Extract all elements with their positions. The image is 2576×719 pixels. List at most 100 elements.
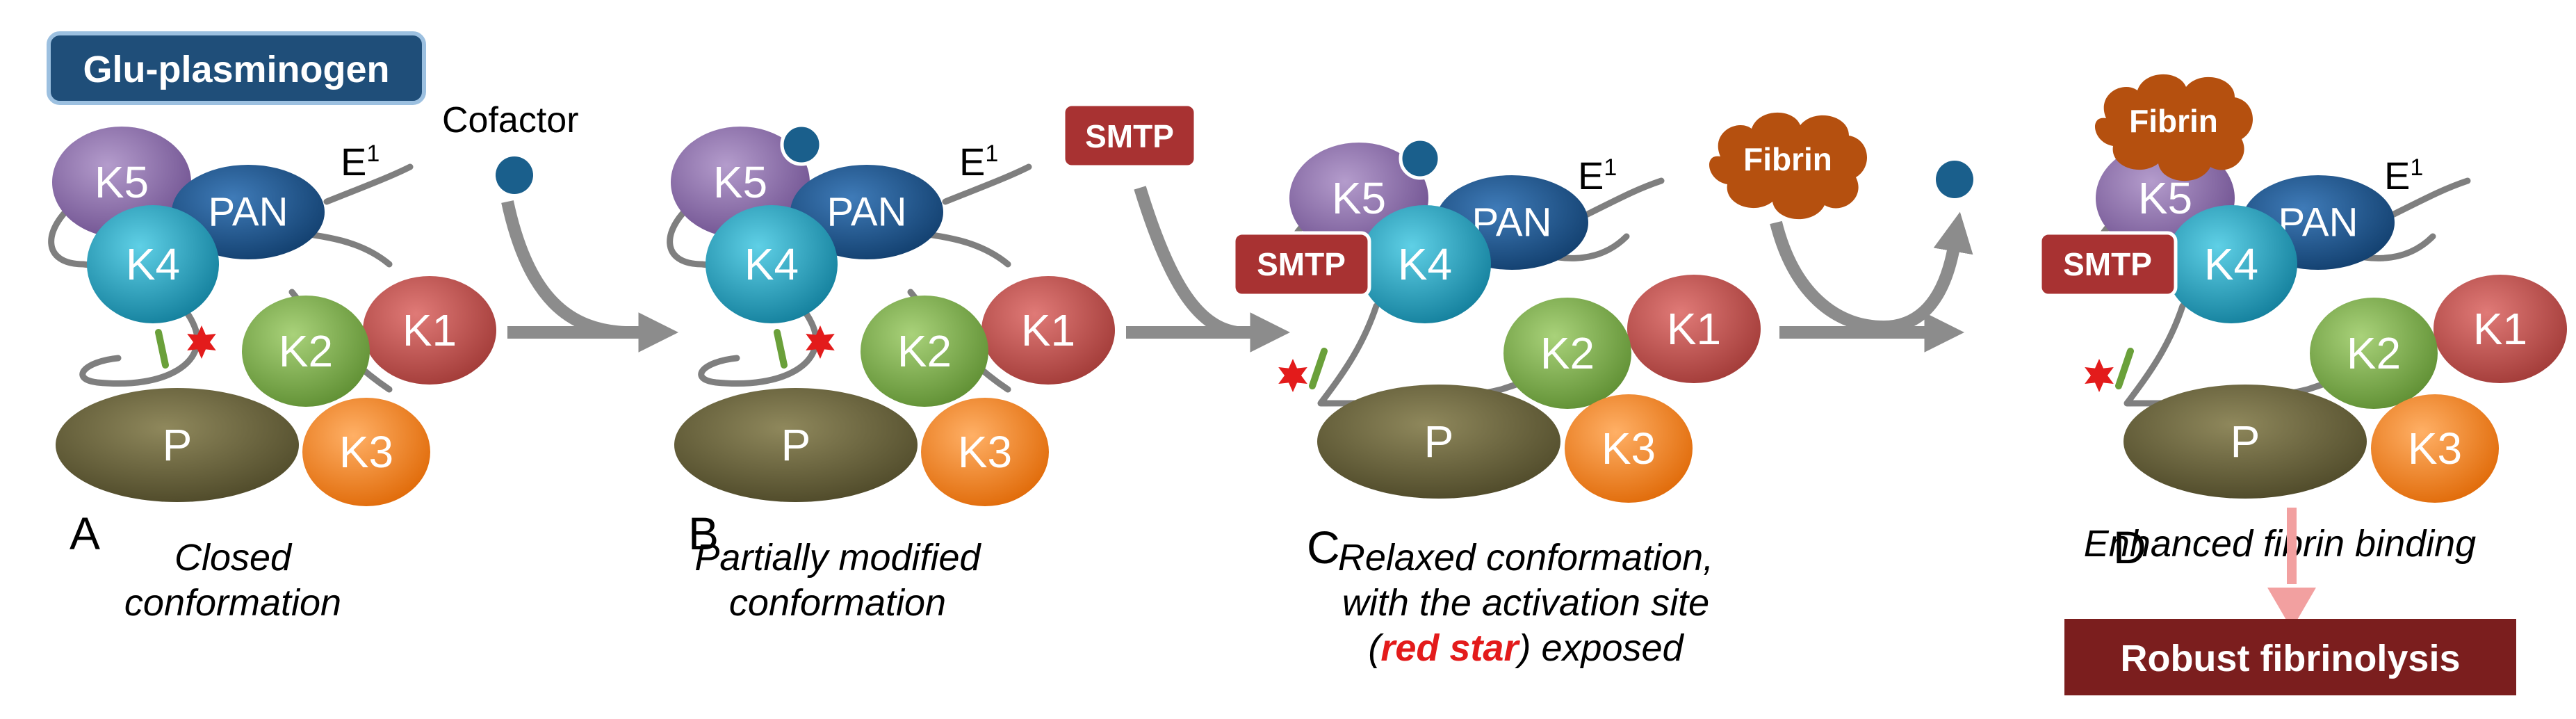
domain-p-label: P xyxy=(163,420,193,470)
domain-k2: K2 xyxy=(861,296,988,407)
e1-label: E1 xyxy=(341,140,380,184)
e1-label: E1 xyxy=(959,140,998,184)
svg-text:Fibrin: Fibrin xyxy=(1743,141,1832,177)
domain-k5-label: K5 xyxy=(2138,173,2192,223)
smtp-badge-bound-label: SMTP xyxy=(1257,246,1346,282)
polypeptide-chain xyxy=(48,198,393,393)
process-arrows xyxy=(501,186,1973,353)
outcome-arrow-shaft xyxy=(2287,508,2297,584)
caption-c-line3: (red star) exposed xyxy=(1368,627,1684,669)
domain-p: P xyxy=(1317,385,1560,499)
domain-k3: K3 xyxy=(921,398,1049,506)
domain-k4: K4 xyxy=(2165,205,2297,323)
caption-a-line1: Closed xyxy=(174,537,293,579)
outcome-arrow-head xyxy=(2267,588,2316,629)
domain-k5-label: K5 xyxy=(95,157,149,207)
domain-k3: K3 xyxy=(1565,394,1693,503)
activation-site-star xyxy=(187,325,216,359)
domain-k1: K1 xyxy=(2434,275,2567,383)
activation-site-star xyxy=(806,325,835,359)
outcome: Robust fibrinolysis xyxy=(2064,508,2516,695)
domain-k3: K3 xyxy=(2371,394,2499,503)
domain-k3-label: K3 xyxy=(2408,423,2462,474)
e1-label: E1 xyxy=(1578,154,1617,197)
smtp-badge-bound: SMTP xyxy=(2038,231,2178,298)
e1-tail xyxy=(323,163,414,205)
fibrin-cloud-free: Fibrin xyxy=(1709,112,1868,220)
domain-k4-label: K4 xyxy=(126,239,180,289)
outcome-text: Robust fibrinolysis xyxy=(2120,638,2460,679)
polypeptide-chain xyxy=(667,198,1011,393)
domain-k2: K2 xyxy=(1503,298,1631,409)
domain-k2-label: K2 xyxy=(279,326,333,376)
panel-letter-c: C xyxy=(1307,522,1340,573)
domain-k1-label: K1 xyxy=(2473,304,2527,354)
domain-k2-label: K2 xyxy=(1540,328,1595,378)
panel-letter-a: A xyxy=(70,508,100,559)
domain-pan-label: PAN xyxy=(209,190,288,235)
arrow-c-to-d-curve xyxy=(1770,211,1973,334)
domain-k3-label: K3 xyxy=(958,427,1012,477)
title-badge: Glu-plasminogen xyxy=(47,31,426,105)
domain-k2-label: K2 xyxy=(897,326,952,376)
domain-pan-label: PAN xyxy=(2279,200,2358,245)
domain-p: P xyxy=(2123,385,2367,499)
arrow-b-to-c-curve xyxy=(1134,186,1239,339)
released-cofactor-dot xyxy=(1936,161,1973,198)
svg-text:Fibrin: Fibrin xyxy=(2129,103,2218,139)
domain-k3-label: K3 xyxy=(1601,423,1656,474)
domain-k2: K2 xyxy=(2310,298,2438,409)
red-star-emphasis: red star xyxy=(1380,627,1520,669)
e1-label: E1 xyxy=(2384,154,2423,197)
domain-pan-label: PAN xyxy=(827,190,907,235)
caption-b-line2: conformation xyxy=(729,582,946,624)
smtp-badge-free: SMTP xyxy=(1061,102,1198,169)
disulfide-bond xyxy=(774,329,788,369)
domain-k5-label: K5 xyxy=(713,157,767,207)
caption-c-line2: with the activation site xyxy=(1342,582,1709,624)
disulfide-bond xyxy=(2115,348,2134,389)
disulfide-bond xyxy=(1309,348,1328,389)
e1-tail xyxy=(1581,177,1665,219)
smtp-badge-bound: SMTP xyxy=(1232,231,1371,298)
panel-letter-b: B xyxy=(688,508,719,559)
domain-k4-label: K4 xyxy=(2204,239,2258,289)
caption-d-line1: Enhanced fibrin binding xyxy=(2084,523,2476,565)
caption-c-line1: Relaxed conformation, xyxy=(1338,537,1713,579)
activation-site-star xyxy=(1278,359,1307,392)
domain-k1: K1 xyxy=(363,276,496,385)
domain-k1-label: K1 xyxy=(1021,305,1075,355)
domain-k3-label: K3 xyxy=(339,427,393,477)
domain-k1: K1 xyxy=(1627,275,1761,383)
domain-k4: K4 xyxy=(1359,205,1491,323)
fibrin-cloud-bound: Fibrin xyxy=(2094,74,2253,181)
domain-pan-label: PAN xyxy=(1472,200,1552,245)
domain-k4: K4 xyxy=(87,205,219,323)
domain-k5-label: K5 xyxy=(1332,173,1386,223)
bound-cofactor-dot xyxy=(780,123,823,166)
domain-k3: K3 xyxy=(302,398,430,506)
panel-letter-d: D xyxy=(2113,522,2146,573)
activation-site-star xyxy=(2085,359,2114,392)
outcome-box xyxy=(2064,619,2516,695)
domain-k2-label: K2 xyxy=(2347,328,2401,378)
domain-k1: K1 xyxy=(981,276,1115,385)
e1-tail xyxy=(2388,177,2471,219)
domain-k4-label: K4 xyxy=(1398,239,1452,289)
title-text: Glu-plasminogen xyxy=(83,49,389,90)
domain-p: P xyxy=(674,388,918,502)
domain-p: P xyxy=(56,388,299,502)
svg-text:SMTP: SMTP xyxy=(1085,118,1174,154)
bound-cofactor-dot xyxy=(1399,137,1442,180)
domain-k1-label: K1 xyxy=(1667,304,1721,354)
domain-k2: K2 xyxy=(242,296,370,407)
domain-k1-label: K1 xyxy=(402,305,457,355)
domain-k4-label: K4 xyxy=(744,239,799,289)
caption-a-line2: conformation xyxy=(124,582,341,624)
domain-p-label: P xyxy=(2231,417,2260,467)
